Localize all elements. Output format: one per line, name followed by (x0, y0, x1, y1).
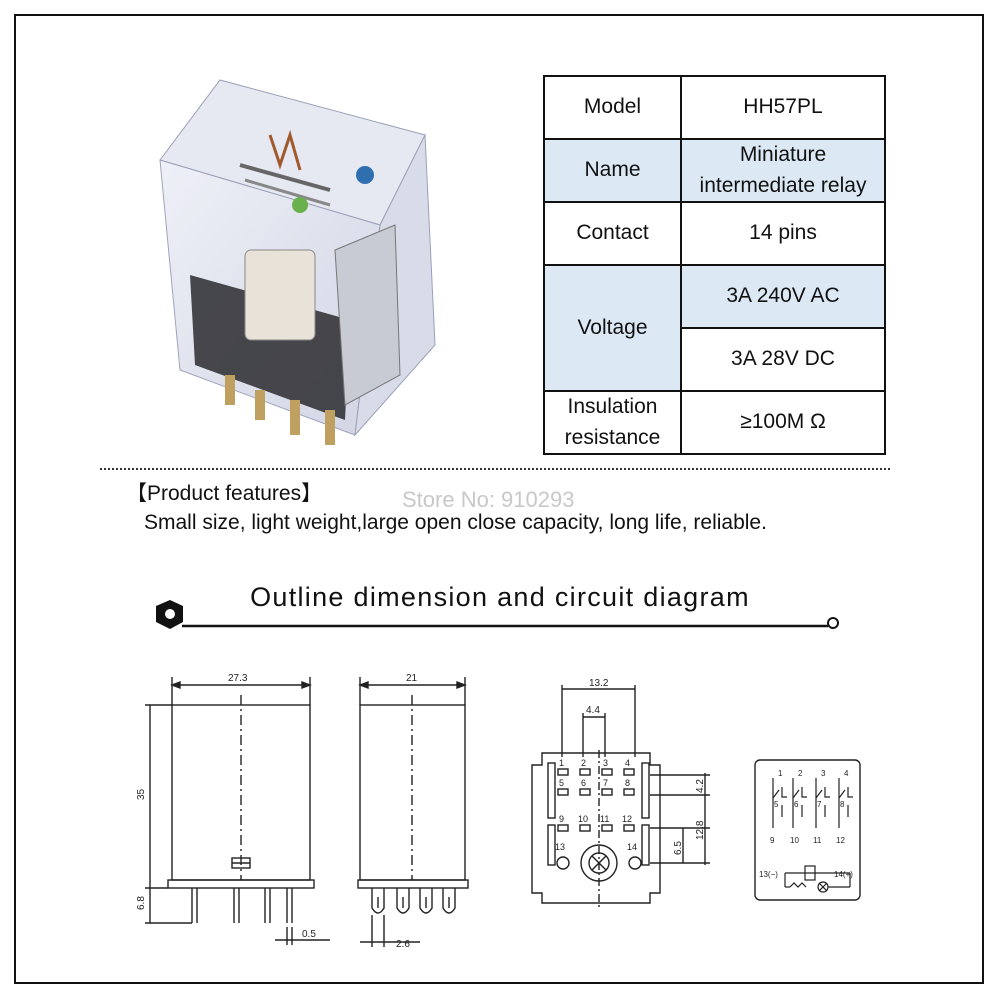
base-pin-8: 8 (625, 778, 630, 788)
circuit-pin-9: 9 (770, 836, 775, 845)
dim-base-row-pitch: 4.2 (695, 779, 706, 793)
insulation-label-line1: Insulation (567, 395, 658, 419)
dim-base-width: 13.2 (589, 678, 609, 689)
dim-base-row-span: 12.8 (695, 820, 706, 840)
insulation-value: ≥100M Ω (680, 390, 886, 455)
dim-front-width: 27.3 (228, 673, 248, 684)
circuit-pin-5: 5 (774, 800, 779, 809)
coil-plus-label: 14(+) (834, 870, 853, 879)
circuit-pin-11: 11 (813, 836, 822, 845)
dotted-divider (100, 468, 890, 470)
circuit-pin-10: 10 (790, 836, 799, 845)
bolt-line-decoration (156, 600, 839, 629)
table-row: Insulation resistance ≥100M Ω (543, 390, 886, 455)
base-pin-6: 6 (581, 778, 586, 788)
page-frame (14, 14, 984, 984)
base-pin-11: 11 (600, 814, 609, 824)
circuit-pin-8: 8 (840, 800, 845, 809)
base-pin-4: 4 (625, 758, 630, 768)
name-value: Miniature intermediate relay (680, 138, 886, 203)
dim-base-pitch: 4.4 (586, 705, 600, 716)
name-label: Name (543, 138, 682, 203)
coil-minus-label: 13(−) (759, 870, 778, 879)
dim-pin-thickness: 0.5 (302, 929, 316, 940)
table-row: Contact 14 pins (543, 201, 886, 266)
insulation-label-line2: resistance (564, 425, 661, 449)
voltage-ac-value: 3A 240V AC (680, 264, 886, 329)
model-label: Model (543, 75, 682, 140)
base-pin-13: 13 (555, 842, 565, 852)
dim-side-pin-width: 2.6 (396, 939, 410, 950)
technical-drawings: 27.3 35 6.8 0.5 21 2.6 13.2 4.4 4.2 12.8… (136, 673, 861, 950)
table-row: Model HH57PL (543, 75, 886, 140)
spec-table: Model HH57PL Name Miniature intermediate… (543, 75, 886, 455)
table-row: Name Miniature intermediate relay (543, 138, 886, 203)
base-pin-1: 1 (559, 758, 564, 768)
base-pin-3: 3 (603, 758, 608, 768)
name-value-line1: Miniature (739, 143, 827, 167)
circuit-pin-6: 6 (794, 800, 799, 809)
dim-side-width: 21 (406, 673, 418, 684)
relay-photo (159, 79, 436, 445)
contact-value: 14 pins (680, 201, 886, 266)
dim-base-bottom-offset: 6.5 (673, 841, 684, 855)
circuit-pin-7: 7 (817, 800, 822, 809)
insulation-label: Insulation resistance (543, 390, 682, 455)
circuit-pin-4: 4 (844, 769, 849, 778)
model-value: HH57PL (680, 75, 886, 140)
circuit-pin-12: 12 (836, 836, 845, 845)
store-watermark: Store No: 910293 (402, 487, 575, 512)
base-pin-14: 14 (627, 842, 637, 852)
line-end-icon (827, 617, 839, 629)
voltage-dc-value: 3A 28V DC (680, 327, 886, 392)
circuit-pin-3: 3 (821, 769, 826, 778)
outline-title: Outline dimension and circuit diagram (250, 582, 750, 612)
features-title: 【Product features】 (126, 482, 323, 505)
base-pin-10: 10 (578, 814, 588, 824)
circuit-pin-2: 2 (798, 769, 803, 778)
table-row: 3A 28V DC (544, 327, 886, 392)
dim-pin-length: 6.8 (136, 896, 147, 910)
dim-front-height: 35 (136, 788, 147, 800)
contact-label: Contact (543, 201, 682, 266)
base-pin-9: 9 (559, 814, 564, 824)
base-pin-5: 5 (559, 778, 564, 788)
table-row: Voltage 3A 240V AC (543, 264, 886, 392)
base-pin-2: 2 (581, 758, 586, 768)
voltage-label: Voltage (543, 264, 682, 392)
name-value-line2: intermediate relay (699, 173, 867, 197)
base-pin-7: 7 (603, 778, 608, 788)
circuit-pin-1: 1 (778, 769, 783, 778)
features-text: Small size, light weight,large open clos… (144, 511, 767, 534)
base-pin-12: 12 (622, 814, 632, 824)
